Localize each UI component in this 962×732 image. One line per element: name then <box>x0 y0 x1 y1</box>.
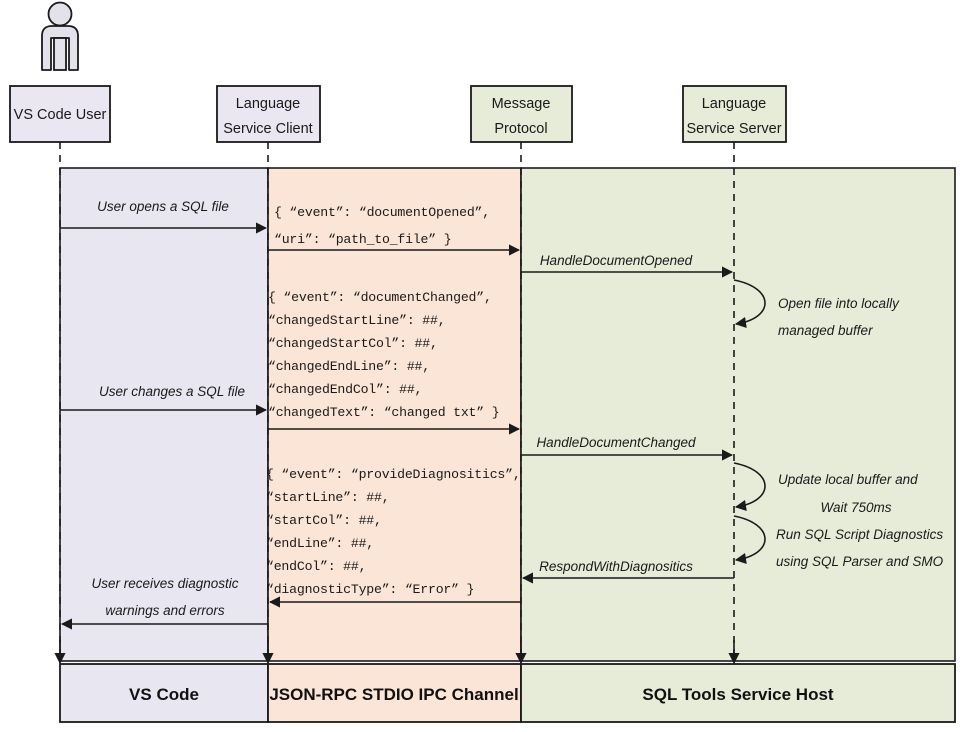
payload-provide-diagnostics-line-5: “diagnosticType”: “Error” } <box>266 582 474 597</box>
message-user-opens-file: User opens a SQL file <box>60 199 268 234</box>
payload-document-opened-line-1: “uri”: “path_to_file” } <box>274 232 451 247</box>
band-host <box>520 167 956 662</box>
lifeline-head-language-server[interactable]: Language Service Server <box>682 85 787 143</box>
payload-provide-diagnostics-line-2: “startCol”: ##, <box>266 513 382 528</box>
self-call-run-diagnostics: Run SQL Script Diagnostics using SQL Par… <box>733 515 944 569</box>
lifeline-box-language-client[interactable] <box>216 85 321 143</box>
footer-host-label: SQL Tools Service Host <box>642 685 833 704</box>
lifeline-box-language-server[interactable] <box>682 85 787 143</box>
actor-head <box>47 1 73 27</box>
self-call-update-buffer-wait-line1: Update local buffer and <box>778 472 918 487</box>
band-vs-code-rect <box>59 167 269 662</box>
band-vs-code <box>59 167 269 662</box>
lifeline-box-vscode-user[interactable] <box>9 85 111 143</box>
message-user-receives-diagnostics-line2: warnings and errors <box>105 603 225 618</box>
payload-document-changed-line-4: “changedEndCol”: ##, <box>268 382 422 397</box>
message-user-receives-diagnostics-line1: User receives diagnostic <box>91 576 238 591</box>
lifeline-label-language-server-1: Language <box>702 96 767 112</box>
message-respond-with-diagnostics-label: RespondWithDiagnositics <box>539 559 693 574</box>
lifeline-label-message-protocol-1: Message <box>492 96 551 112</box>
message-handle-document-opened: HandleDocumentOpened <box>521 253 734 278</box>
message-user-opens-file-label: User opens a SQL file <box>97 199 229 214</box>
footer-vs-code: VS Code <box>59 663 269 723</box>
footer-vs-code-rect <box>59 663 269 723</box>
self-call-open-file-buffer-line2: managed buffer <box>778 323 873 338</box>
footer-host-rect <box>520 663 956 723</box>
footer-ipc: JSON-RPC STDIO IPC Channel <box>267 663 522 723</box>
payload-document-changed: { “event”: “documentChanged”, “changedSt… <box>268 290 521 435</box>
self-call-open-file-buffer-line1: Open file into locally <box>778 296 900 311</box>
message-user-changes-file-label: User changes a SQL file <box>99 384 245 399</box>
footer-ipc-label: JSON-RPC STDIO IPC Channel <box>269 685 518 704</box>
self-call-run-diagnostics-loop <box>733 515 766 564</box>
footer-vs-code-label: VS Code <box>129 685 199 704</box>
message-respond-with-diagnostics: RespondWithDiagnositics <box>521 559 734 584</box>
self-call-update-buffer-wait: Update local buffer and Wait 750ms <box>733 462 918 515</box>
self-call-open-file-buffer: Open file into locally managed buffer <box>733 279 900 338</box>
payload-provide-diagnostics-line-4: “endCol”: ##, <box>266 559 366 574</box>
payload-provide-diagnostics-line-3: “endLine”: ##, <box>266 536 374 551</box>
lifeline-label-language-client-2: Service Client <box>223 121 312 137</box>
self-call-update-buffer-wait-loop <box>733 462 766 511</box>
payload-document-changed-line-0: { “event”: “documentChanged”, <box>268 290 492 305</box>
lifeline-label-vscode-user: VS Code User <box>14 107 107 123</box>
actor-body <box>41 25 79 71</box>
lifeline-label-language-server-2: Service Server <box>686 121 781 137</box>
payload-document-changed-line-2: “changedStartCol”: ##, <box>268 336 438 351</box>
self-call-open-file-buffer-loop <box>733 279 766 328</box>
footer-host: SQL Tools Service Host <box>520 663 956 723</box>
payload-document-opened: { “event”: “documentOpened”, “uri”: “pat… <box>268 205 521 256</box>
self-call-update-buffer-wait-line2: Wait 750ms <box>820 500 891 515</box>
lifeline-box-message-protocol[interactable] <box>470 85 573 143</box>
message-handle-document-changed-label: HandleDocumentChanged <box>536 435 696 450</box>
self-call-run-diagnostics-line2: using SQL Parser and SMO <box>776 554 944 569</box>
self-call-run-diagnostics-line1: Run SQL Script Diagnostics <box>776 527 943 542</box>
lifeline-head-language-client[interactable]: Language Service Client <box>216 85 321 143</box>
message-handle-document-opened-label: HandleDocumentOpened <box>540 253 693 268</box>
payload-provide-diagnostics-line-0: { “event”: “provideDiagnositics”, <box>266 467 521 482</box>
actor-person-icon <box>41 1 79 71</box>
payload-document-changed-line-5: “changedText”: “changed txt” } <box>268 405 499 420</box>
payload-provide-diagnostics-line-1: “startLine”: ##, <box>266 490 389 505</box>
message-user-receives-diagnostics: User receives diagnostic warnings and er… <box>60 576 268 630</box>
payload-document-opened-line-0: { “event”: “documentOpened”, <box>274 205 490 220</box>
payload-provide-diagnostics: { “event”: “provideDiagnositics”, “start… <box>266 467 521 608</box>
lifeline-label-language-client-1: Language <box>236 96 301 112</box>
band-host-rect <box>520 167 956 662</box>
payload-document-changed-line-1: “changedStartLine”: ##, <box>268 313 445 328</box>
message-handle-document-changed: HandleDocumentChanged <box>521 435 734 461</box>
message-user-changes-file: User changes a SQL file <box>60 384 268 416</box>
lifeline-label-message-protocol-2: Protocol <box>494 121 547 137</box>
lifeline-head-vscode-user[interactable]: VS Code User <box>9 85 111 143</box>
actor-legs <box>53 37 67 71</box>
payload-document-changed-line-3: “changedEndLine”: ##, <box>268 359 430 374</box>
lifeline-head-message-protocol[interactable]: Message Protocol <box>470 85 573 143</box>
